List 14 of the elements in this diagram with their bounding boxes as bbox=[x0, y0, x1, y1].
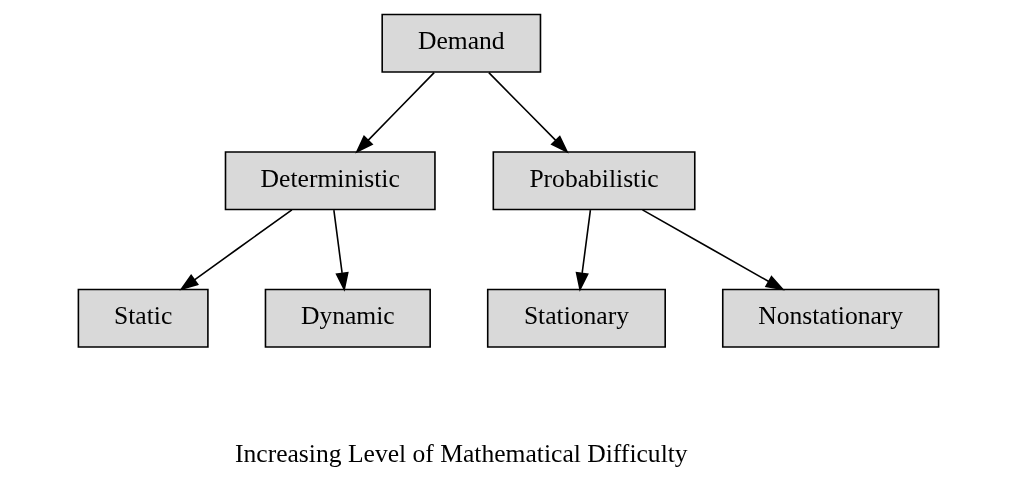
node-box: Deterministic bbox=[224, 151, 436, 211]
node-box: Demand bbox=[380, 13, 541, 73]
arrow bbox=[178, 209, 293, 291]
node-box: Probabilistic bbox=[492, 151, 696, 211]
arrow bbox=[354, 71, 435, 154]
node-box: Nonstationary bbox=[721, 288, 939, 348]
arrow bbox=[487, 71, 569, 154]
node-box: Dynamic bbox=[264, 288, 431, 348]
arrow bbox=[641, 209, 785, 291]
node-box: Static bbox=[77, 288, 209, 348]
node-box: Stationary bbox=[486, 288, 666, 348]
label: Increasing Level of Mathematical Difficulty bbox=[234, 438, 688, 468]
arrow bbox=[575, 209, 591, 292]
arrow bbox=[332, 209, 349, 292]
